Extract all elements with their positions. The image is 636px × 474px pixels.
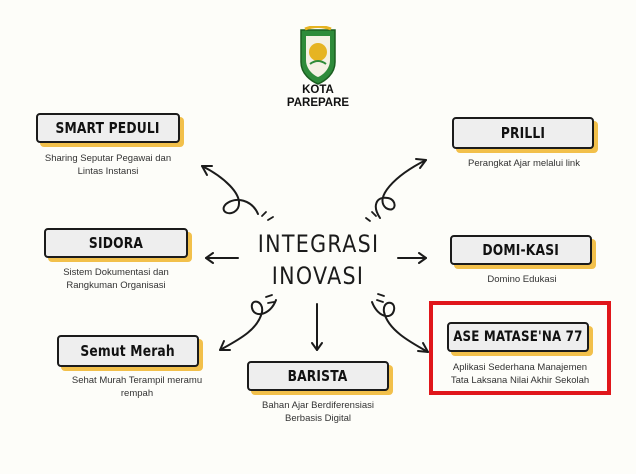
node-semut-merah-description: Sehat Murah Terampil meramu rempah: [52, 374, 222, 400]
node-semut-merah: Semut Merah: [57, 335, 199, 367]
city-name-line2: PAREPARE: [286, 97, 350, 109]
arrow-smart-peduli: [201, 165, 259, 215]
city-name-line1: KOTA: [302, 84, 334, 96]
city-name: KOTA PAREPARE: [268, 84, 368, 110]
node-sidora-description: Sistem Dokumentasi dan Rangkuman Organis…: [36, 266, 196, 292]
node-sidora: SIDORA: [44, 228, 188, 258]
desc-line1: Sehat Murah Terampil meramu: [71, 375, 203, 386]
node-barista-description: Bahan Ajar Berdiferensiasi Berbasis Digi…: [238, 399, 398, 425]
node-smart-peduli: SMART PEDULI: [36, 113, 180, 143]
desc-line1: Sistem Dokumentasi dan: [63, 267, 169, 278]
node-prilli-description: Perangkat Ajar melalui link: [444, 157, 604, 170]
node-ase-matasena-77: ASE MATASE'NA 77: [447, 322, 589, 352]
node-title: SMART PEDULI: [55, 119, 161, 137]
central-topic-line1: INTEGRASI: [257, 230, 380, 258]
node-domi-kasi: DOMI-KASI: [450, 235, 592, 265]
desc-line1: Bahan Ajar Berdiferensiasi: [262, 400, 374, 411]
central-topic-line2: INOVASI: [271, 262, 365, 290]
desc-line1: Perangkat Ajar melalui link: [468, 158, 580, 169]
highlight-box: [429, 301, 611, 395]
node-title: PRILLI: [500, 124, 546, 142]
desc-line1: Sharing Seputar Pegawai dan: [44, 153, 172, 164]
node-title: BARISTA: [288, 367, 348, 385]
desc-line2: Berbasis Digital: [285, 413, 351, 424]
node-prilli: PRILLI: [452, 117, 594, 149]
desc-line2: Rangkuman Organisasi: [66, 280, 166, 291]
desc-line1: Aplikasi Sederhana Manajemen: [452, 362, 588, 373]
node-title: Semut Merah: [80, 342, 176, 360]
sparkle-marks: [261, 211, 385, 304]
city-emblem-icon: [300, 26, 336, 85]
node-title: ASE MATASE'NA 77: [453, 329, 583, 345]
node-title: DOMI-KASI: [482, 241, 560, 259]
node-barista: BARISTA: [247, 361, 389, 391]
arrow-prilli: [374, 159, 427, 219]
desc-line2: rempah: [120, 388, 154, 399]
node-title: SIDORA: [88, 234, 144, 252]
arrow-ase-matasena: [371, 301, 429, 353]
central-topic: INTEGRASI INOVASI: [258, 228, 378, 292]
desc-line1: Domino Edukasi: [487, 274, 557, 285]
node-ase-matasena-77-description: Aplikasi Sederhana Manajemen Tata Laksan…: [436, 361, 604, 387]
arrow-semut-merah: [219, 299, 277, 351]
node-smart-peduli-description: Sharing Seputar Pegawai dan Lintas Insta…: [28, 152, 188, 178]
desc-line2: Lintas Instansi: [77, 166, 139, 177]
node-domi-kasi-description: Domino Edukasi: [442, 273, 602, 286]
desc-line2: Tata Laksana Nilai Akhir Sekolah: [450, 375, 590, 386]
